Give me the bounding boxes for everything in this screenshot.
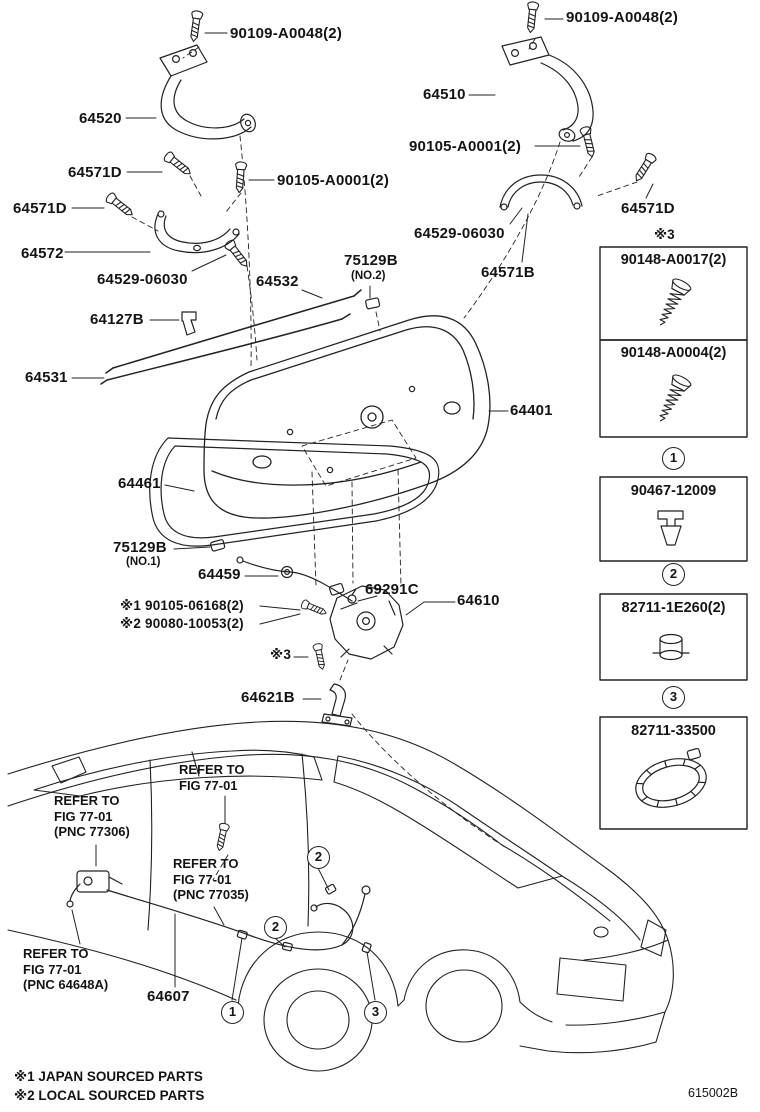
callout-3-column: 3: [662, 686, 685, 709]
part-label-64607: 64607: [147, 988, 190, 1005]
clip-icon: [657, 510, 684, 546]
part-label-64571d-2: 64571D: [13, 200, 67, 217]
hinge-support-left-drawing: [154, 210, 240, 254]
figure-code: 615002B: [688, 1086, 739, 1100]
part-label-64520: 64520: [79, 110, 122, 127]
part-label-90105-left: 90105-A0001(2): [277, 172, 390, 189]
callout-2-car-b: 2: [264, 916, 287, 939]
part-label-note1-90105: ※1 90105-06168(2): [120, 598, 244, 613]
part-label-69291c: 69291C: [365, 581, 419, 598]
ref-boxes-frames: [599, 246, 748, 830]
ref-box-title-1: 90148-A0017(2): [620, 252, 727, 268]
part-label-64572: 64572: [21, 245, 64, 262]
refer-note-4-line2: FIG 77-01: [23, 961, 82, 977]
hinge-left-drawing: [159, 44, 256, 140]
screw-grommet-icon: [651, 372, 693, 427]
refer-note-2-line1: REFER TO: [54, 793, 120, 808]
part-label-note3-mark: ※3: [270, 647, 292, 662]
callout-1-car: 1: [221, 1001, 244, 1024]
hose-clamp-ring-icon: [635, 747, 707, 808]
hinge-right-drawing: [501, 36, 594, 142]
refer-note-4-line3: (PNC 64648A): [23, 977, 109, 992]
part-label-90105-right: 90105-A0001(2): [409, 138, 522, 155]
callout-2-column: 2: [662, 563, 685, 586]
refer-note-2-line3: (PNC 77306): [54, 824, 130, 839]
part-label-90109-right: 90109-A0048(2): [566, 9, 679, 26]
part-label-64571b: 64571B: [481, 264, 535, 281]
part-label-64621b: 64621B: [241, 689, 295, 706]
part-label-64571d-1: 64571D: [68, 164, 122, 181]
refer-note-3: REFER TO FIG 77-01 (PNC 77035): [173, 856, 249, 903]
leader-lines: [64, 18, 654, 1001]
part-label-64529-right: 64529-06030: [414, 225, 505, 242]
refer-note-3-line3: (PNC 77035): [173, 887, 249, 902]
release-cable-upper-drawing: [236, 556, 357, 604]
part-label-90109-left: 90109-A0048(2): [230, 25, 343, 42]
lock-drawing: [328, 582, 404, 660]
screw-grommet-icon: [651, 276, 693, 331]
weatherstrip-drawing: [149, 437, 440, 547]
ref-box-title-3: 90467-12009: [630, 483, 717, 499]
part-label-64459: 64459: [198, 566, 241, 583]
footer-note-local: ※2 LOCAL SOURCED PARTS: [14, 1088, 205, 1103]
refer-note-4-line1: REFER TO: [23, 946, 89, 961]
refer-note-3-line1: REFER TO: [173, 856, 239, 871]
part-label-64532: 64532: [256, 273, 299, 290]
part-label-75129b-no2: 75129B: [344, 252, 398, 269]
part-label-64401: 64401: [510, 402, 553, 419]
part-label-note2-90080: ※2 90080-10053(2): [120, 616, 244, 631]
footer-note-japan: ※1 JAPAN SOURCED PARTS: [14, 1069, 203, 1084]
refer-note-2-line2: FIG 77-01: [54, 808, 113, 824]
ref-column-note3: ※3: [654, 227, 675, 242]
ref-box-title-4: 82711-1E260(2): [621, 600, 726, 616]
ref-box-title-5: 82711-33500: [631, 723, 716, 739]
callout-3-car: 3: [364, 1001, 387, 1024]
part-label-64127b: 64127B: [90, 311, 144, 328]
refer-note-2: REFER TO FIG 77-01 (PNC 77306): [54, 793, 130, 840]
trunk-lid-drawing: [203, 315, 491, 519]
part-label-64529-left: 64529-06030: [97, 271, 188, 288]
part-label-75129b-no1: 75129B: [113, 539, 167, 556]
torsion-bars-drawing: [100, 289, 362, 385]
striker-drawing: [321, 683, 353, 727]
callout-1-column: 1: [662, 447, 685, 470]
part-label-64571d-3: 64571D: [621, 200, 675, 217]
refer-note-4: REFER TO FIG 77-01 (PNC 64648A): [23, 946, 108, 993]
bolt-icons: [104, 0, 658, 853]
ref-box-title-2: 90148-A0004(2): [620, 345, 727, 361]
part-label-64510: 64510: [423, 86, 466, 103]
part-label-75129b-no2-sub: (NO.2): [351, 270, 386, 282]
part-label-64610: 64610: [457, 592, 500, 609]
part-label-75129b-no1-sub: (NO.1): [126, 556, 161, 568]
part-label-64531: 64531: [25, 369, 68, 386]
hinge-support-right-drawing: [499, 174, 583, 211]
part-label-64461: 64461: [118, 475, 161, 492]
refer-note-1: REFER TO FIG 77-01: [179, 762, 245, 793]
release-cable-drawing: [66, 870, 372, 954]
refer-note-1-line1: REFER TO: [179, 762, 245, 777]
projection-lines: [131, 38, 638, 881]
car-body-drawing: [7, 720, 674, 1072]
clamp-icon: [652, 633, 690, 661]
callout-2-car-a: 2: [307, 846, 330, 869]
refer-note-3-line2: FIG 77-01: [173, 871, 232, 887]
refer-note-1-line2: FIG 77-01: [179, 777, 238, 793]
